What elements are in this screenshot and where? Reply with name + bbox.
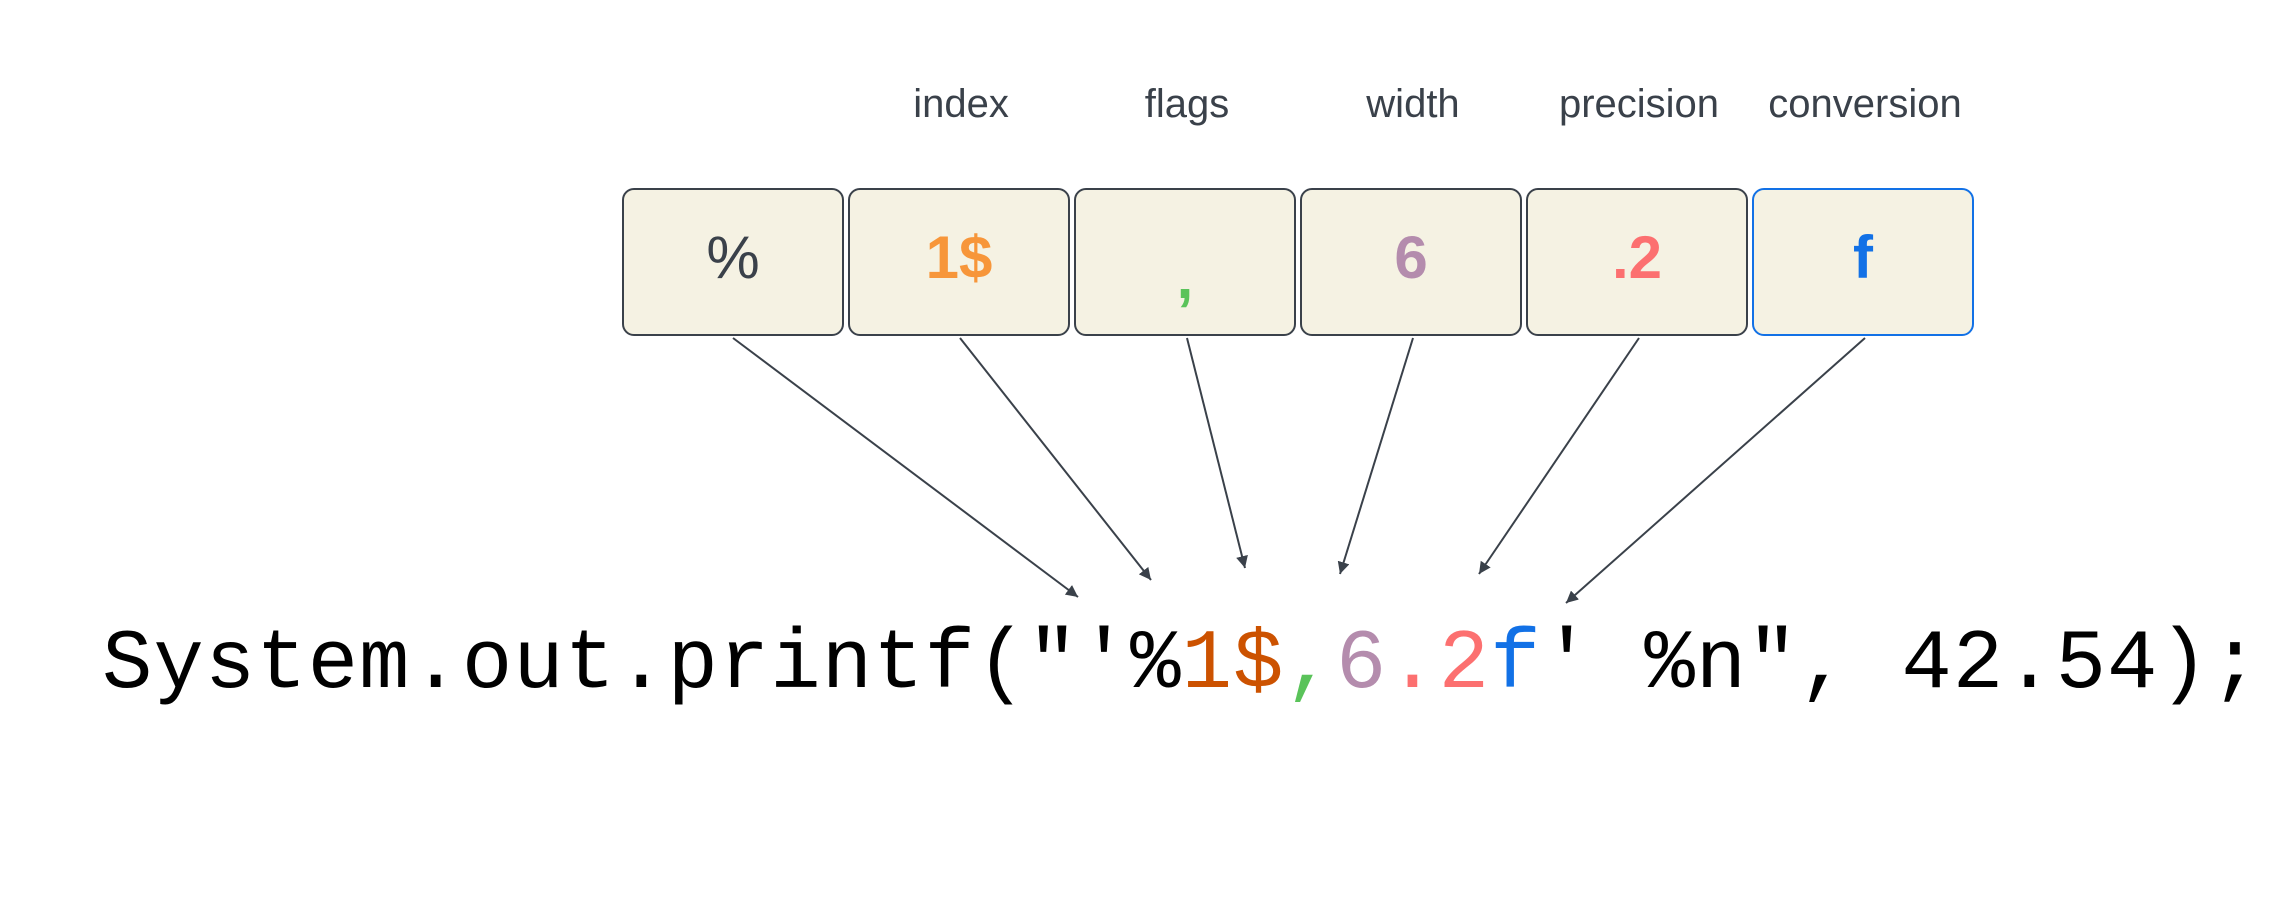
flags-symbol: , xyxy=(1176,243,1194,311)
code-width: 6 xyxy=(1335,618,1388,713)
printf-code-line: System.out.printf("'%1$,6.2f' %n", 42.54… xyxy=(102,618,2261,713)
label-flags: flags xyxy=(1144,82,1230,126)
conversion-symbol: f xyxy=(1853,223,1873,291)
code-precision: .2 xyxy=(1387,618,1491,713)
box-index: 1$ xyxy=(848,188,1070,336)
code-conversion: f xyxy=(1490,618,1542,713)
label-index: index xyxy=(913,82,1009,126)
width-symbol: 6 xyxy=(1394,223,1428,291)
code-flag: , xyxy=(1284,618,1336,713)
precision-symbol: .2 xyxy=(1611,223,1663,291)
box-percent: % xyxy=(622,188,844,336)
code-index: 1$ xyxy=(1181,618,1285,713)
arrow-percent xyxy=(732,337,1079,598)
box-width: 6 xyxy=(1300,188,1522,336)
box-flags: , xyxy=(1074,188,1296,336)
percent-symbol: % xyxy=(706,223,760,291)
code-prefix: System.out.printf("'% xyxy=(102,618,1182,713)
label-conversion: conversion xyxy=(1768,82,1962,126)
label-width: width xyxy=(1366,82,1460,126)
arrow-flags xyxy=(1186,337,1248,569)
code-suffix: ' %n", 42.54); xyxy=(1541,618,2262,713)
arrow-width xyxy=(1337,337,1414,575)
arrow-precision xyxy=(1478,337,1640,575)
label-precision: precision xyxy=(1558,82,1720,126)
arrow-index xyxy=(959,337,1152,581)
arrow-conversion xyxy=(1565,337,1866,604)
box-precision: .2 xyxy=(1526,188,1748,336)
box-conversion: f xyxy=(1752,188,1974,336)
index-symbol: 1$ xyxy=(925,223,993,291)
